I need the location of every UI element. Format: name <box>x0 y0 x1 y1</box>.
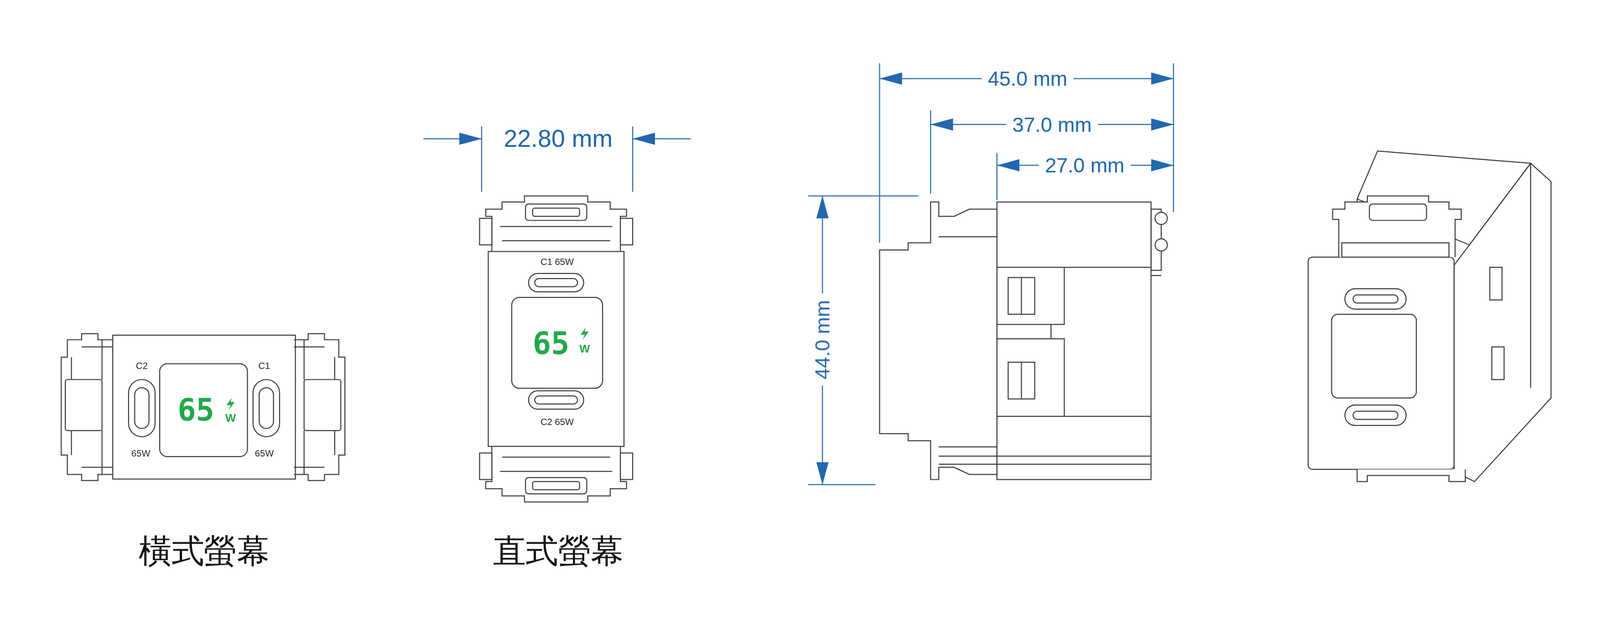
side-view <box>997 202 1152 480</box>
isometric-view <box>1345 405 1407 426</box>
dimension-line <box>808 63 1174 485</box>
side-view <box>938 236 1162 465</box>
side-view <box>1020 362 1022 400</box>
module-body: C265WC165W65W <box>112 334 297 480</box>
isometric-view <box>1353 295 1398 304</box>
mounting-clip <box>499 457 613 472</box>
charging-bolt <box>579 327 590 340</box>
side-view <box>1020 277 1022 315</box>
mounting-clip <box>479 452 493 480</box>
mounting-clip <box>620 218 633 245</box>
dimension-label: 44.0 mm <box>811 294 834 386</box>
usb-c-port <box>534 278 578 287</box>
mounting-clip <box>532 207 580 217</box>
dimension-line <box>879 63 1174 244</box>
mounting-clip <box>293 339 335 475</box>
mounting-clip <box>71 339 113 475</box>
dimension-label: 27.0 mm <box>1038 154 1131 177</box>
mounting-clip <box>479 218 493 245</box>
port-label: C2 65W <box>540 417 574 427</box>
mounting-clip <box>525 203 587 221</box>
module-body: C1 65W C2 65W 65 W <box>487 250 625 447</box>
side-view <box>1155 238 1168 252</box>
mounting-clip <box>532 481 580 490</box>
isometric-view <box>1308 257 1455 470</box>
isometric-view <box>1341 242 1450 257</box>
mounting-clip <box>304 379 342 431</box>
side-view <box>1007 362 1035 400</box>
mounting-clip <box>479 196 634 252</box>
port-label: C1 <box>258 361 271 371</box>
dimension-label: 22.80 mm <box>497 125 619 152</box>
isometric-view <box>1332 196 1462 258</box>
display-screen: 65 W <box>511 296 603 389</box>
port-label: C1 65W <box>540 257 574 267</box>
usb-c-port <box>259 387 274 429</box>
port-label: C2 <box>135 361 148 371</box>
isometric-view <box>1308 150 1551 482</box>
usb-c-port <box>134 387 149 429</box>
dimension-line <box>632 138 691 140</box>
dimension-label: 37.0 mm <box>1006 113 1098 136</box>
side-view <box>1155 212 1168 225</box>
side-view <box>1007 277 1035 315</box>
isometric-view <box>1353 411 1398 420</box>
mounting-clip <box>65 379 103 431</box>
dimension-line <box>423 138 482 140</box>
mounting-clip <box>499 226 613 241</box>
mounting-clip <box>485 196 627 252</box>
display-digits: 65 <box>532 328 570 359</box>
mounting-clip <box>525 477 587 494</box>
isometric-view <box>1345 288 1407 310</box>
isometric-view <box>1331 314 1417 398</box>
isometric-view <box>1369 203 1427 221</box>
power-rating: 65W <box>131 449 151 459</box>
display-unit: W <box>225 412 236 425</box>
charging-bolt <box>226 398 235 411</box>
charging-bolt <box>580 327 589 340</box>
dimension-line <box>808 196 919 485</box>
mounting-clip <box>620 452 633 480</box>
side-view <box>879 202 1168 480</box>
view-caption: 橫式螢幕 <box>138 534 270 568</box>
usb-c-port <box>534 395 578 405</box>
display-unit: W <box>579 343 590 355</box>
side-view <box>879 202 998 480</box>
usb-c-port <box>253 379 280 437</box>
usb-c-port <box>528 390 584 410</box>
power-rating: 65W <box>254 449 274 459</box>
mounting-clip <box>479 446 634 503</box>
display-screen: 65W <box>159 363 249 458</box>
dimension-label: 45.0 mm <box>981 67 1074 90</box>
display-digits: 65 <box>177 394 215 426</box>
mounting-clip <box>61 333 113 481</box>
isometric-view <box>1489 267 1502 301</box>
mounting-clip <box>485 446 627 503</box>
charging-bolt <box>225 398 236 411</box>
usb-c-port <box>128 379 156 437</box>
isometric-view <box>1491 347 1505 380</box>
usb-c-port <box>528 273 584 292</box>
mounting-clip <box>61 333 113 481</box>
isometric-view <box>1357 469 1466 482</box>
mounting-clip <box>293 333 345 481</box>
view-caption: 直式螢幕 <box>493 534 624 568</box>
mounting-clip <box>293 333 345 481</box>
